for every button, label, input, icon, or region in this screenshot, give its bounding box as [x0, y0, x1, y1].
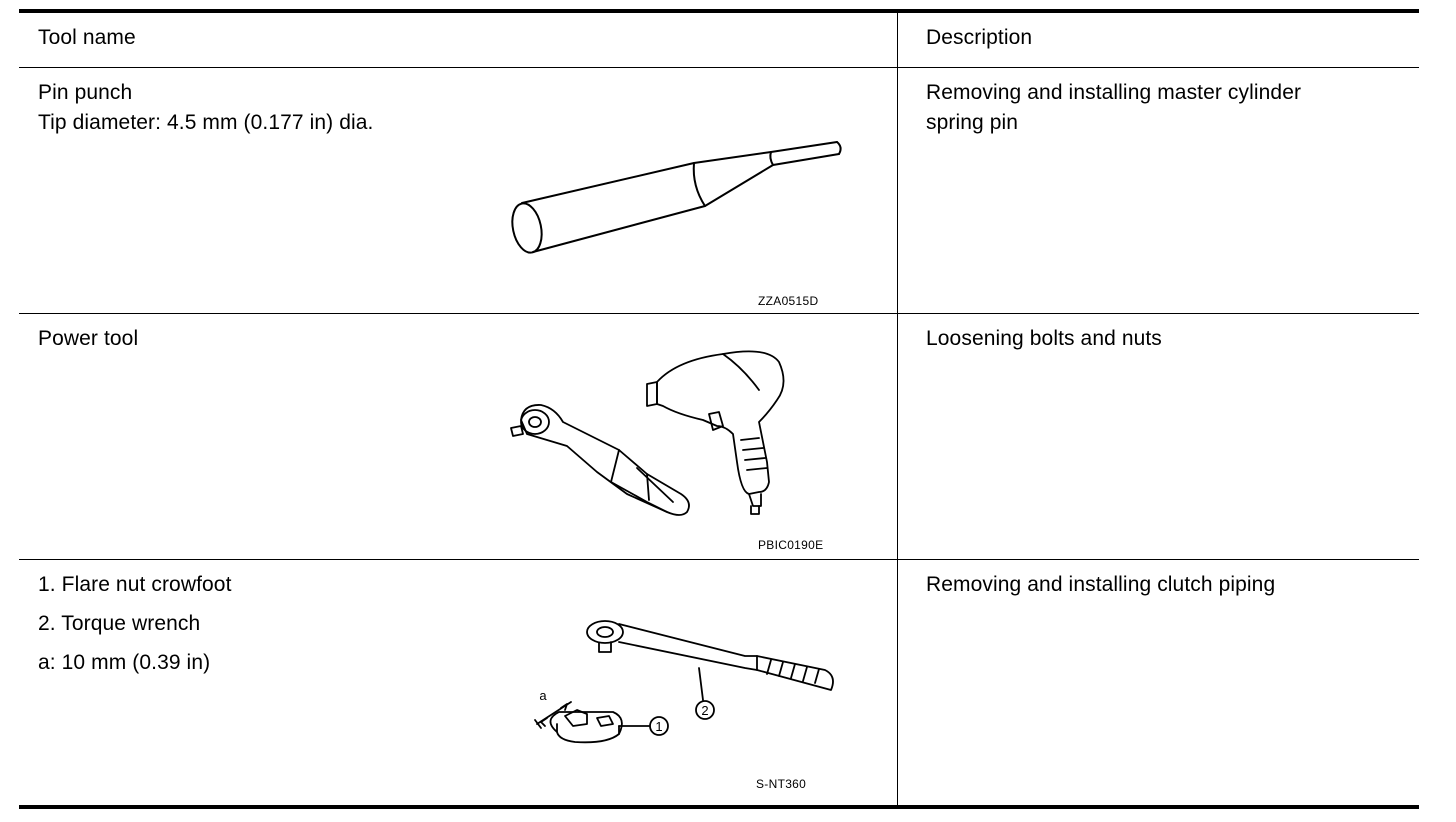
- image-code: PBIC0190E: [758, 538, 824, 552]
- description-text: spring pin: [926, 111, 1019, 134]
- tool-name: 2. Torque wrench: [38, 612, 201, 635]
- header-description-cell: Description: [898, 13, 1419, 67]
- tool-name: Pin punch: [38, 81, 133, 104]
- description-text: Loosening bolts and nuts: [926, 327, 1162, 350]
- description-cell: Removing and installing clutch piping: [898, 560, 1419, 805]
- callout-1: 1: [655, 719, 662, 734]
- tool-spec: Tip diameter: 4.5 mm (0.177 in) dia.: [38, 111, 374, 134]
- power-tool-illustration: [510, 350, 785, 516]
- table-row: 1. Flare nut crowfoot 2. Torque wrench a…: [19, 559, 1419, 805]
- header-description: Description: [926, 26, 1033, 49]
- pin-punch-illustration: [511, 141, 842, 254]
- table-row: Pin punch Tip diameter: 4.5 mm (0.177 in…: [19, 67, 1419, 313]
- tool-table: Tool name Description Pin punch Tip diam…: [19, 9, 1419, 809]
- header-tool-name-cell: Tool name: [19, 13, 898, 67]
- callout-2: 2: [701, 703, 708, 718]
- table-row: Power tool: [19, 313, 1419, 559]
- tool-name: 1. Flare nut crowfoot: [38, 573, 232, 596]
- tool-name-cell: 1. Flare nut crowfoot 2. Torque wrench a…: [19, 560, 898, 805]
- tool-name-cell: Pin punch Tip diameter: 4.5 mm (0.177 in…: [19, 68, 898, 313]
- description-cell: Loosening bolts and nuts: [898, 314, 1419, 559]
- description-cell: Removing and installing master cylinder …: [898, 68, 1419, 313]
- description-text: Removing and installing master cylinder: [926, 81, 1302, 104]
- tool-name: Power tool: [38, 327, 139, 350]
- header-tool-name: Tool name: [38, 26, 136, 49]
- flare-nut-crowfoot-torque-wrench-illustration: a 1 2: [534, 620, 834, 744]
- dimension-label-a: a: [539, 688, 547, 703]
- image-code: ZZA0515D: [758, 294, 819, 308]
- image-code: S-NT360: [756, 777, 807, 791]
- description-text: Removing and installing clutch piping: [926, 573, 1276, 596]
- tool-spec: a: 10 mm (0.39 in): [38, 651, 211, 674]
- table-header-row: Tool name Description: [19, 13, 1419, 67]
- tool-name-cell: Power tool: [19, 314, 898, 559]
